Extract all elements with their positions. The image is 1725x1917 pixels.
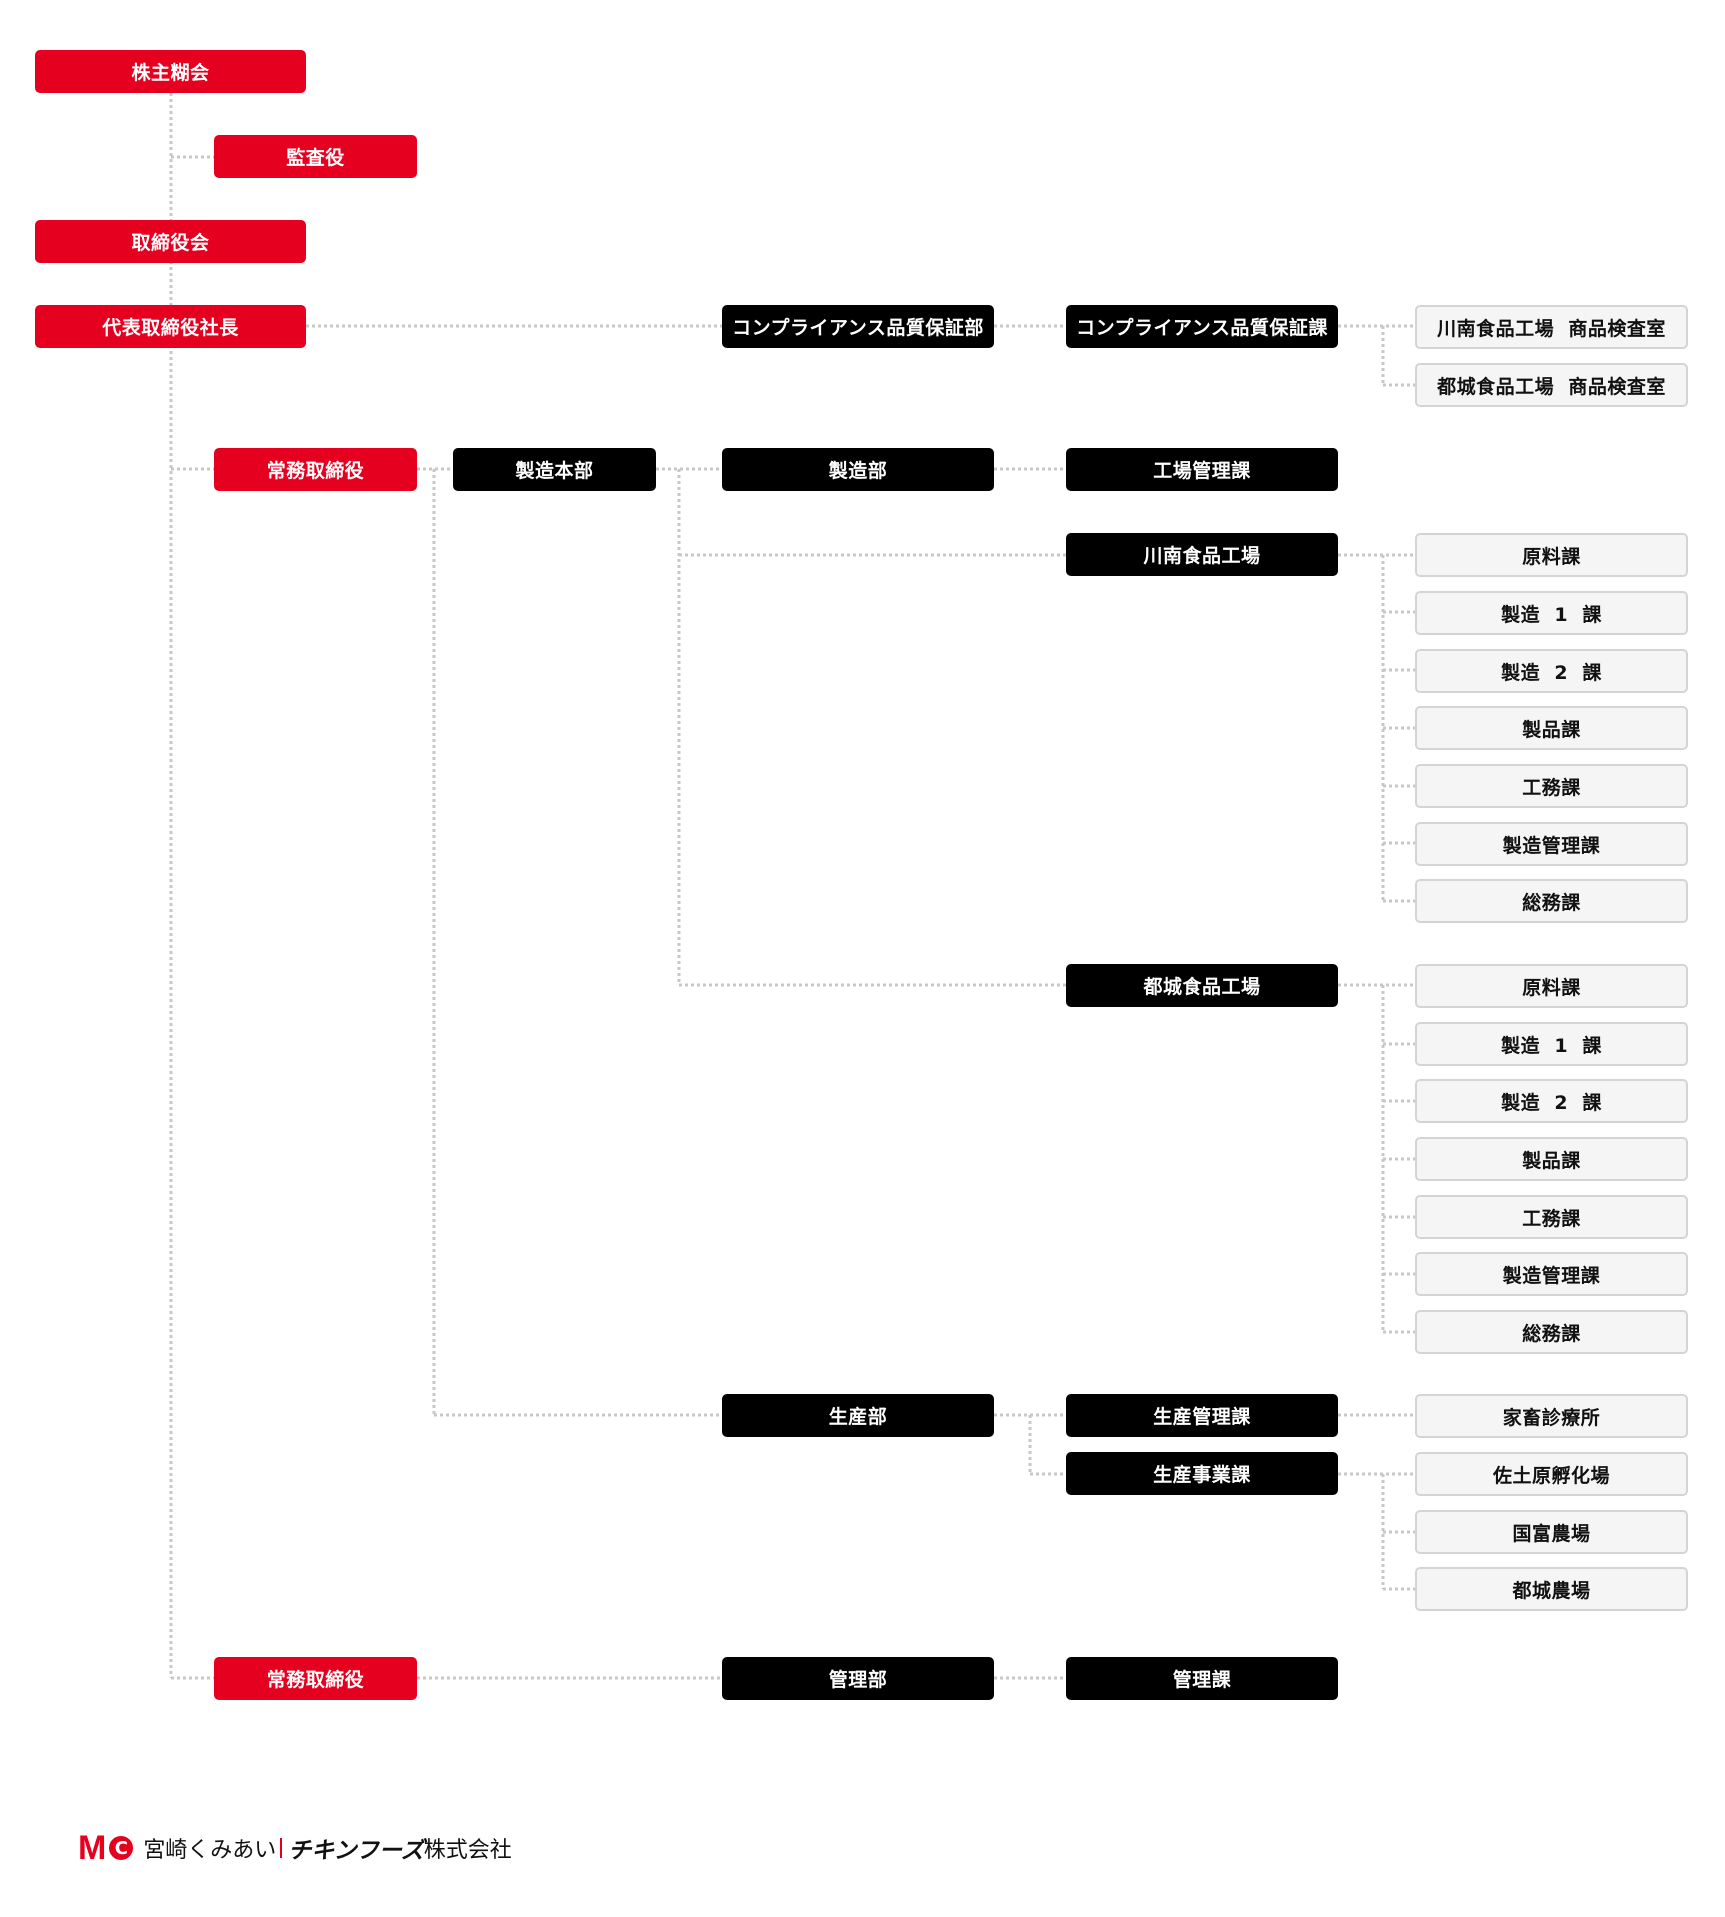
node-managing-director-1[interactable]: 常務取締役 [214, 448, 417, 491]
node-miyakonojo-raw-materials[interactable]: 原料課 [1415, 964, 1688, 1008]
node-kawaminami-raw-materials[interactable]: 原料課 [1415, 533, 1688, 577]
node-kawaminami-manufacturing-1[interactable]: 製造 1 課 [1415, 591, 1688, 635]
node-kawaminami-general-affairs[interactable]: 総務課 [1415, 879, 1688, 923]
node-administration-section[interactable]: 管理課 [1066, 1657, 1338, 1700]
node-production-business-section[interactable]: 生産事業課 [1066, 1452, 1338, 1495]
node-manufacturing-dept[interactable]: 製造部 [722, 448, 994, 491]
node-kawaminami-manufacturing-management[interactable]: 製造管理課 [1415, 822, 1688, 866]
node-managing-director-2[interactable]: 常務取締役 [214, 1657, 417, 1700]
logo-separator [280, 1838, 283, 1858]
node-production-dept[interactable]: 生産部 [722, 1394, 994, 1437]
node-kawaminami-engineering[interactable]: 工務課 [1415, 764, 1688, 808]
node-manufacturing-hq[interactable]: 製造本部 [453, 448, 656, 491]
node-factory-management-section[interactable]: 工場管理課 [1066, 448, 1338, 491]
node-miyakonojo-inspection-room[interactable]: 都城食品工場 商品検査室 [1415, 363, 1688, 407]
node-kawaminami-products[interactable]: 製品課 [1415, 706, 1688, 750]
node-kunitomi-farm[interactable]: 国富農場 [1415, 1510, 1688, 1554]
logo-text-corp: 株式会社 [423, 1838, 512, 1863]
node-kawaminami-food-factory[interactable]: 川南食品工場 [1066, 533, 1338, 576]
node-kawaminami-inspection-room[interactable]: 川南食品工場 商品検査室 [1415, 305, 1688, 349]
node-board-of-directors[interactable]: 取締役会 [35, 220, 306, 263]
node-miyakonojo-engineering[interactable]: 工務課 [1415, 1195, 1688, 1239]
node-compliance-qa-dept[interactable]: コンプライアンス品質保証部 [722, 305, 994, 348]
node-sadowara-hatchery[interactable]: 佐土原孵化場 [1415, 1452, 1688, 1496]
logo-mark: M C [78, 1828, 134, 1868]
node-production-management-section[interactable]: 生産管理課 [1066, 1394, 1338, 1437]
company-logo: M C 宮崎くみあい チキンフーズ 株式会社 [78, 1828, 512, 1868]
logo-mark-c: C [109, 1836, 134, 1860]
node-miyakonojo-farm[interactable]: 都城農場 [1415, 1567, 1688, 1611]
node-president[interactable]: 代表取締役社長 [35, 305, 306, 348]
node-miyakonojo-manufacturing-2[interactable]: 製造 2 課 [1415, 1079, 1688, 1123]
node-administration-dept[interactable]: 管理部 [722, 1657, 994, 1700]
node-compliance-qa-section[interactable]: コンプライアンス品質保証課 [1066, 305, 1338, 348]
node-veterinary-clinic[interactable]: 家畜診療所 [1415, 1394, 1688, 1438]
logo-mark-m: M [78, 1828, 107, 1867]
logo-text-brand: チキンフーズ [288, 1838, 424, 1864]
node-miyakonojo-products[interactable]: 製品課 [1415, 1137, 1688, 1181]
node-miyakonojo-manufacturing-management[interactable]: 製造管理課 [1415, 1252, 1688, 1296]
node-miyakonojo-food-factory[interactable]: 都城食品工場 [1066, 964, 1338, 1007]
logo-text-coop: 宮崎くみあい [143, 1838, 277, 1863]
node-kawaminami-manufacturing-2[interactable]: 製造 2 課 [1415, 649, 1688, 693]
node-shareholders-meeting[interactable]: 株主糊会 [35, 50, 306, 93]
node-miyakonojo-general-affairs[interactable]: 総務課 [1415, 1310, 1688, 1354]
node-auditor[interactable]: 監査役 [214, 135, 417, 178]
node-miyakonojo-manufacturing-1[interactable]: 製造 1 課 [1415, 1022, 1688, 1066]
